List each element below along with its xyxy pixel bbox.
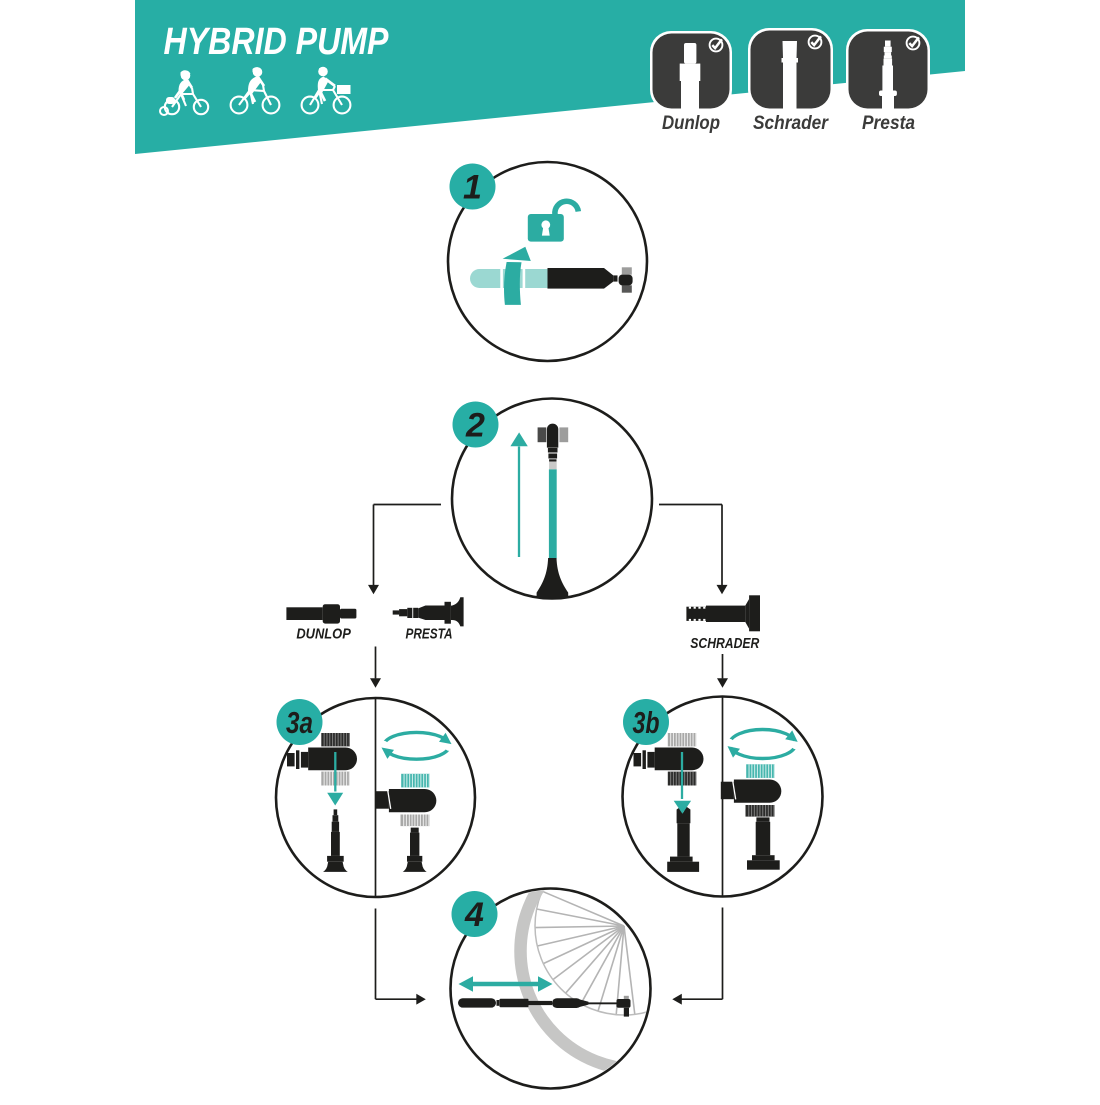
svg-text:SCHRADER: SCHRADER (690, 636, 759, 652)
svg-text:3b: 3b (633, 705, 660, 740)
svg-text:Presta: Presta (862, 112, 915, 134)
svg-text:2: 2 (465, 406, 485, 444)
svg-text:HYBRID PUMP: HYBRID PUMP (164, 21, 390, 63)
svg-text:Schrader: Schrader (753, 112, 829, 134)
svg-text:4: 4 (464, 896, 484, 934)
svg-text:1: 1 (463, 168, 482, 206)
svg-text:3a: 3a (286, 705, 313, 740)
svg-text:DUNLOP: DUNLOP (296, 627, 351, 643)
svg-text:PRESTA: PRESTA (406, 627, 453, 643)
svg-text:Dunlop: Dunlop (662, 112, 720, 134)
